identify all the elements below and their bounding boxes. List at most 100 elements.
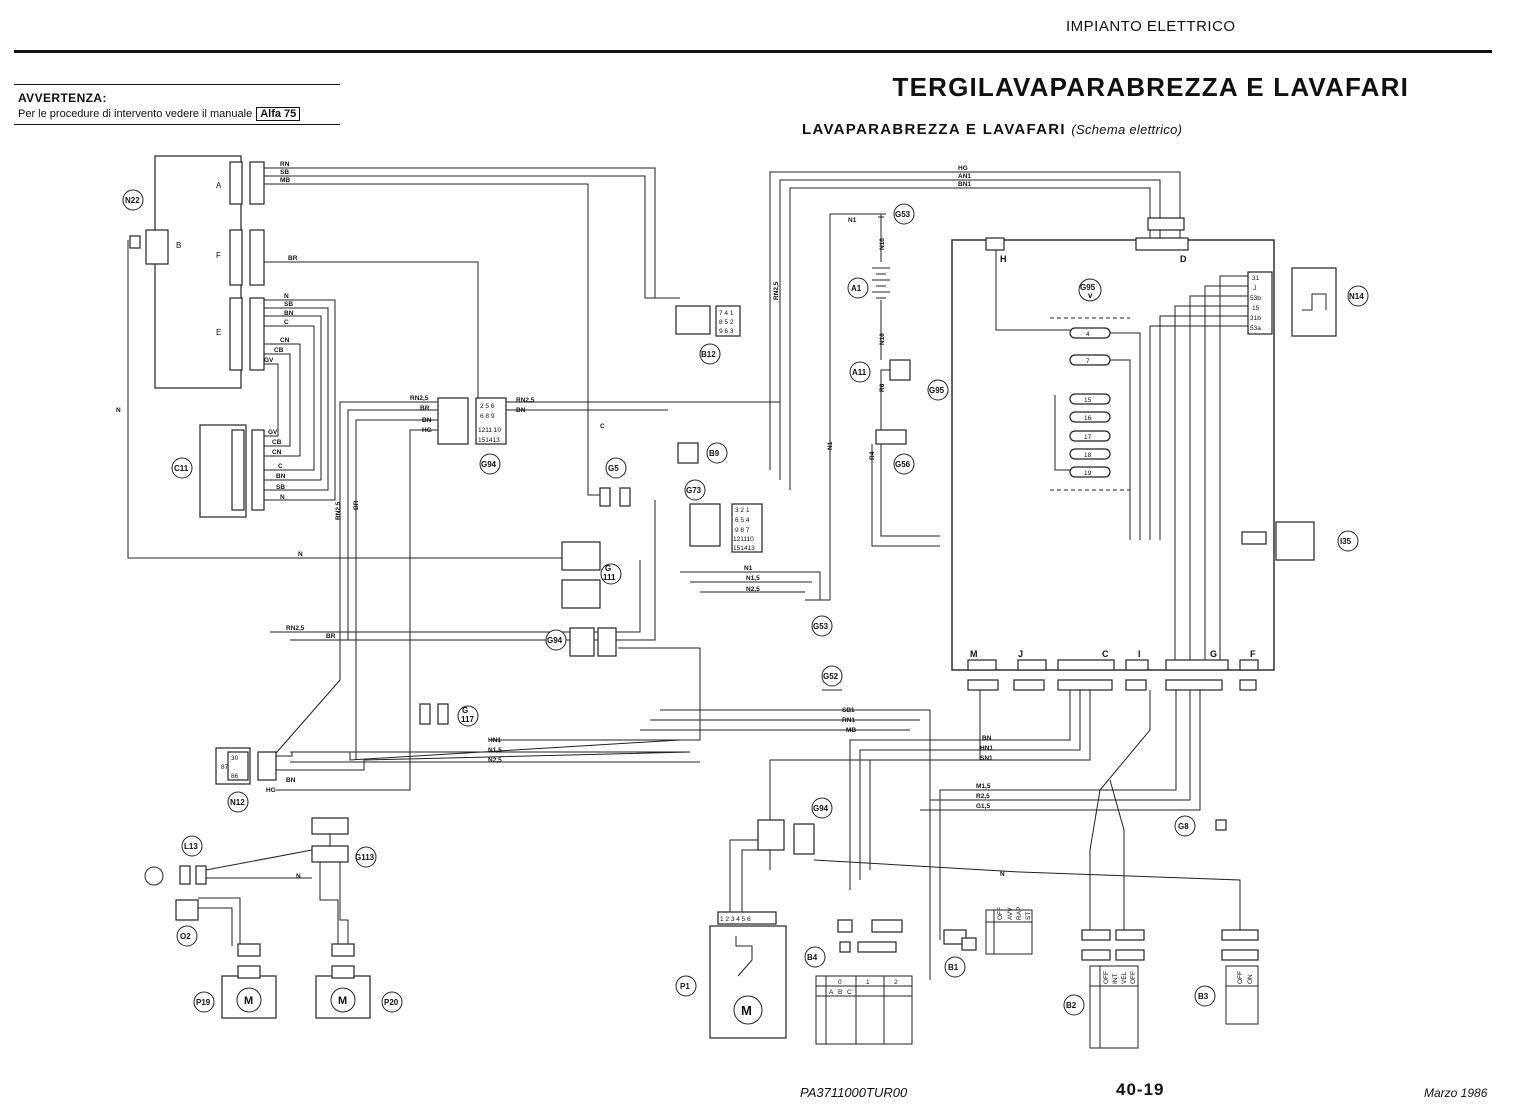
wire-o2-n1 bbox=[198, 907, 233, 946]
wire-label-e-cn: CN bbox=[280, 337, 290, 344]
g73b-connector: 3 2 1 6 5 4 9 8 7 121110 151413 G73 bbox=[684, 479, 763, 553]
wire-label-n1-top: N1 bbox=[848, 217, 857, 224]
b4-label-text: B4 bbox=[807, 953, 818, 962]
wires-right-bus: BN HN1 SN1 M1,5 R2,5 G1,5 bbox=[769, 690, 1201, 940]
subtitle-text: LAVAPARABREZZA E LAVAFARI bbox=[802, 121, 1066, 138]
g5-connector: G5 bbox=[599, 457, 631, 507]
mid-bus-rn25-b: RN2,5 bbox=[516, 397, 535, 404]
b9-component: B9 bbox=[677, 442, 728, 464]
wire-label-n-mid: N bbox=[298, 551, 303, 558]
wire-p20-b bbox=[339, 862, 349, 944]
p20-label: P20 bbox=[381, 991, 403, 1013]
n14-pin-53b: 53b bbox=[1250, 295, 1261, 302]
n14-pin-31b: 31b bbox=[1250, 315, 1261, 322]
g94d-label-text: G94 bbox=[481, 460, 497, 469]
b2-switch: B2 OFF INT VEL OFF bbox=[1063, 929, 1145, 1049]
b1-rap: RAP bbox=[1016, 907, 1023, 920]
wire-b2-feed-2 bbox=[1109, 779, 1125, 930]
wire-label-n-right: N bbox=[1000, 871, 1005, 878]
g8-ground: G8 bbox=[1174, 815, 1227, 837]
b4-col-0: 0 bbox=[838, 979, 842, 986]
o2-component: O2 bbox=[175, 899, 199, 947]
c11-wire-gv: GV bbox=[268, 429, 278, 436]
g73b-pins-1: 3 2 1 bbox=[735, 507, 750, 514]
b3-switch: B3 OFF ON bbox=[1194, 929, 1259, 1025]
a1-label-text: A1 bbox=[851, 284, 862, 293]
g94e-label-text: G94 bbox=[813, 804, 829, 813]
lower-bus-sb1: SB1 bbox=[842, 707, 855, 714]
mid-bus-bn-b: BN bbox=[516, 407, 526, 414]
connector-letter-f-2: F bbox=[1250, 649, 1256, 659]
g113-label: G113 bbox=[355, 846, 377, 868]
b12-label: B12 bbox=[699, 343, 721, 365]
g94d-connector: 2 5 6 6 8 9 1211 10 151413 bbox=[437, 397, 507, 445]
c11-wire-sb: SB bbox=[276, 484, 285, 491]
main-box-bottom-connectors: M J C I G F bbox=[967, 649, 1259, 691]
lower-bus-n25-b: N2,5 bbox=[488, 757, 502, 764]
connector-letter-m: M bbox=[970, 649, 978, 659]
c11-label-text: C11 bbox=[174, 464, 189, 473]
tr-bundle-an1: AN1 bbox=[958, 173, 971, 180]
g95v-label-v: v bbox=[1088, 291, 1093, 300]
c11-label: C11 bbox=[171, 457, 193, 479]
fuse-7: 7 bbox=[1086, 358, 1090, 365]
wires-n14 bbox=[1149, 275, 1248, 660]
warning-rule-bottom bbox=[14, 124, 340, 125]
b4-col-2: 2 bbox=[894, 979, 898, 986]
connector-letter-c: C bbox=[1102, 649, 1109, 659]
b4-sub-b: B bbox=[838, 989, 842, 996]
mid-bus-bn: BN bbox=[422, 417, 432, 424]
g53b-ground: G53 bbox=[811, 615, 833, 637]
g56-label-text: G56 bbox=[895, 460, 911, 469]
b2-label-text: B2 bbox=[1066, 1001, 1077, 1010]
connector-letter-i: I bbox=[1138, 649, 1141, 659]
wire-label-e-sb: SB bbox=[284, 301, 293, 308]
footer-code: PA3711000TUR00 bbox=[800, 1085, 908, 1100]
n14-pin-j: J bbox=[1253, 285, 1256, 292]
b12-pins-3: 9 6 3 bbox=[719, 328, 734, 335]
p20-motor: M bbox=[315, 943, 371, 1019]
n14-label-text: N14 bbox=[1349, 292, 1364, 301]
g53b-label-text: G53 bbox=[813, 622, 829, 631]
g94e-connector: G94 bbox=[793, 797, 833, 855]
b12-label-text: B12 bbox=[701, 350, 716, 359]
wires-lower-bus: N1 N1,5 N2,5 SB1 RN1 MB HN1 N1,5 N2,5 bbox=[290, 565, 931, 980]
b1-avv: AVV bbox=[1007, 907, 1014, 920]
fuse-16: 16 bbox=[1084, 415, 1092, 422]
wires-e-bundle: N SB BN C CN CB GV bbox=[264, 293, 336, 501]
c11-wire-cn: CN bbox=[272, 449, 282, 456]
g94d-pin-grid-4: 151413 bbox=[478, 437, 500, 444]
connector-letter-a: A bbox=[216, 181, 222, 190]
b12-pins-1: 7 4 1 bbox=[719, 310, 734, 317]
wire-p20-a bbox=[319, 862, 339, 944]
g117-label: G 117 bbox=[457, 705, 479, 727]
mid-bus-br: BR bbox=[420, 405, 430, 412]
a11-component: A11 R6 bbox=[849, 359, 911, 430]
wire-l13-br1 bbox=[205, 849, 313, 871]
g73b-pins-5: 151413 bbox=[733, 545, 755, 552]
wire-n-g94e bbox=[813, 859, 1241, 930]
n14-pin-15: 15 bbox=[1252, 305, 1260, 312]
mid-bus-c: C bbox=[600, 423, 605, 430]
wire-n1-ground bbox=[805, 213, 881, 601]
mid-bus-hg: HG bbox=[422, 427, 432, 434]
relay-pin-30: 30 bbox=[231, 755, 239, 762]
fuse-4: 4 bbox=[1086, 331, 1090, 338]
fuse-15: 15 bbox=[1084, 397, 1092, 404]
n14-pin-53a: 53a bbox=[1250, 325, 1261, 332]
g53c-ground: G53 bbox=[876, 203, 915, 225]
connector-letter-g: G bbox=[1210, 649, 1217, 659]
wire-label-br-vert: BR bbox=[353, 500, 360, 510]
connector-letter-d: D bbox=[1180, 254, 1187, 264]
wire-b2-feed bbox=[1089, 690, 1151, 930]
c11-module: GV CB CN C BN SB N bbox=[199, 424, 286, 518]
wire-label-e-n: N bbox=[284, 293, 289, 300]
n14-connector: 31 J 53b 15 31b 53a N14 bbox=[1247, 267, 1369, 337]
c11-wire-bn: BN bbox=[276, 473, 286, 480]
g113-label-text: G113 bbox=[355, 853, 375, 862]
page-title: TERGILAVAPARABREZZA E LAVAFARI bbox=[892, 72, 1409, 102]
g117-label-text: G bbox=[462, 706, 468, 715]
g94d-pin-grid: 2 5 6 bbox=[480, 403, 495, 410]
c11-wire-c: C bbox=[278, 463, 283, 470]
